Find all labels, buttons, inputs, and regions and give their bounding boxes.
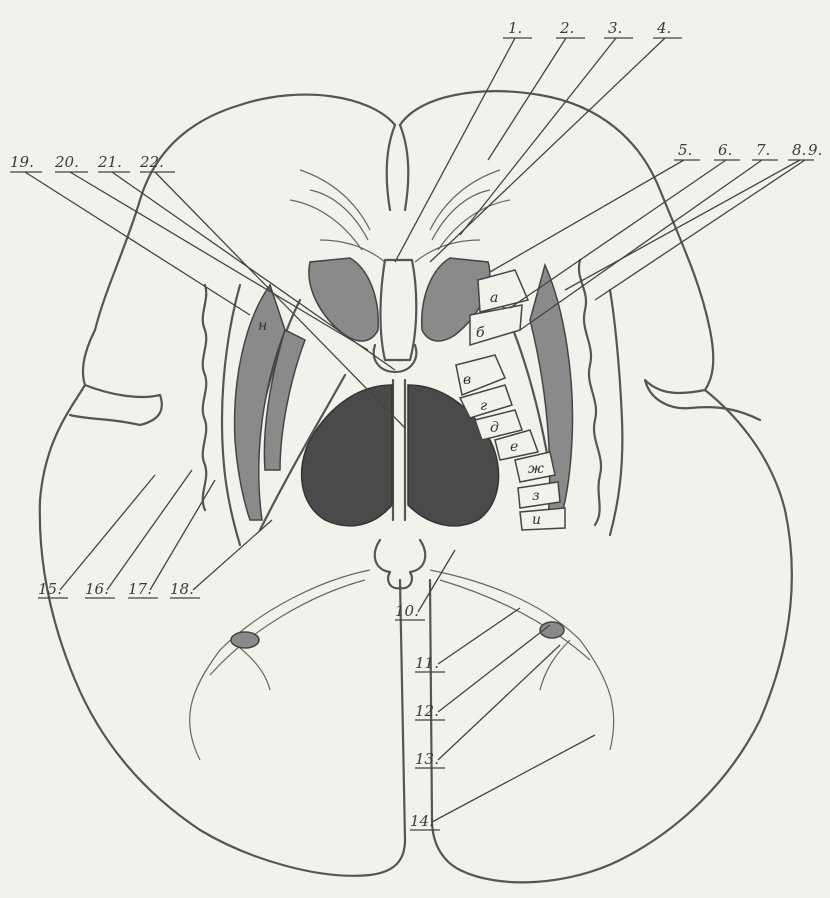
label-4: 4. [656, 19, 671, 37]
septum-pellucidum [380, 260, 416, 360]
claustrum-right [610, 290, 622, 535]
olfactory-fibers [290, 170, 510, 262]
longitudinal-fissure-frontal [387, 125, 409, 210]
thalamus-left [302, 385, 392, 526]
label-8: 8. [792, 141, 806, 159]
label-1: 1. [508, 19, 522, 37]
segment-label-v: в [463, 372, 471, 388]
segment-label-n: н [258, 318, 267, 334]
caudate-head-left [309, 258, 378, 341]
label-19: 19. [10, 153, 34, 171]
segment-label-g: г [480, 398, 487, 414]
label-2: 2. [559, 19, 574, 37]
segment-label-a: а [490, 290, 498, 306]
label-15: 15. [38, 580, 62, 598]
label-11: 11. [415, 654, 439, 672]
third-ventricle [393, 380, 405, 520]
label-16: 16. [85, 580, 109, 598]
label-20: 20. [54, 153, 79, 171]
label-17: 17. [128, 580, 152, 598]
insula-left [203, 285, 207, 510]
label-12: 12. [415, 702, 439, 720]
label-9: 9. [808, 141, 822, 159]
label-6: 6. [718, 141, 732, 159]
segment-label-zh: ж [528, 461, 544, 477]
lateral-sulcus-left [70, 385, 162, 425]
segment-label-d: д [490, 420, 499, 436]
label-13: 13. [415, 750, 439, 768]
label-3: 3. [608, 19, 622, 37]
label-18: 18. [170, 580, 194, 598]
lateral-sulcus-right [645, 380, 760, 420]
segment-label-i: и [532, 512, 541, 528]
posterior-horn-left [231, 632, 259, 648]
label-5: 5. [678, 141, 692, 159]
insula-right [579, 260, 601, 525]
label-10: 10. [395, 602, 419, 620]
segment-label-z: з [532, 488, 540, 504]
lentiform-right [530, 265, 573, 520]
segment-label-b: б [476, 325, 485, 341]
label-22: 22. [139, 153, 164, 171]
label-14: 14. [410, 812, 434, 830]
label-21: 21. [97, 153, 122, 171]
segment-label-e: е [510, 439, 518, 455]
label-7: 7. [756, 141, 770, 159]
